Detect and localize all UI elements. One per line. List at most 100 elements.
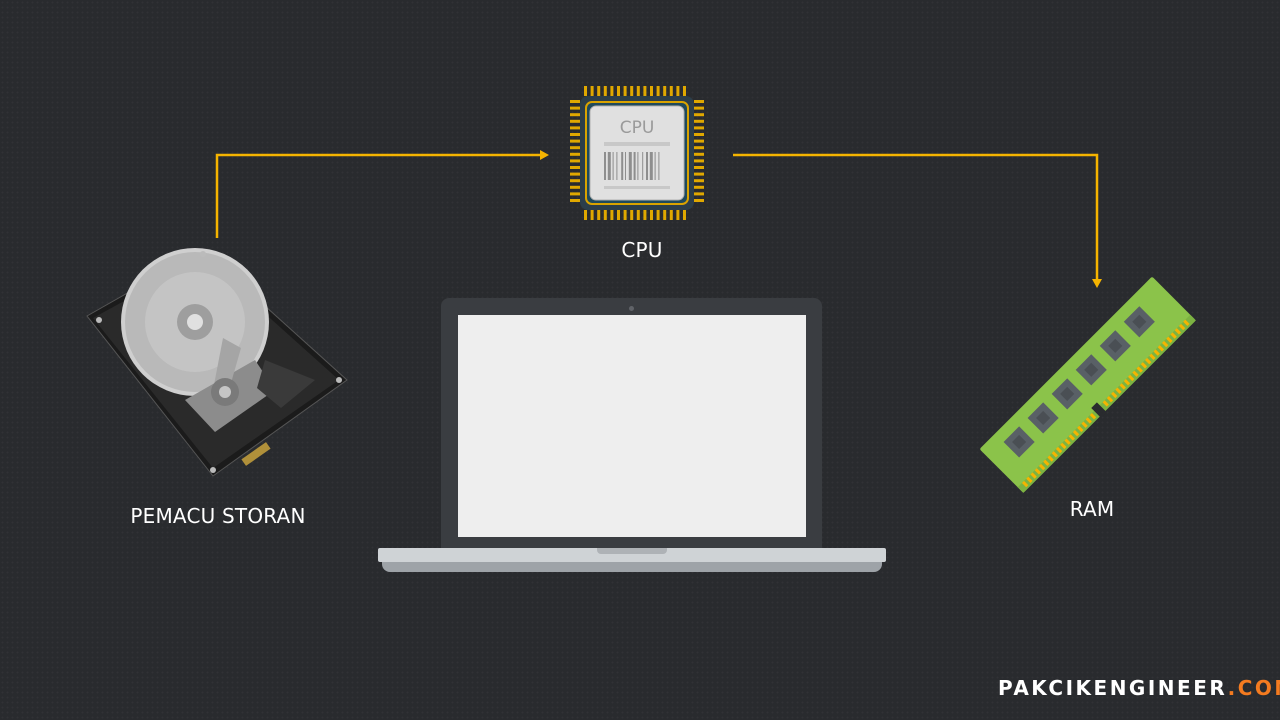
cpu-pin — [683, 210, 686, 220]
laptop-icon — [378, 298, 886, 572]
barcode-bar — [604, 152, 606, 180]
cpu-pin — [570, 166, 580, 169]
cpu-pin — [669, 86, 673, 96]
ram-contact — [1081, 421, 1088, 428]
cpu-pin — [643, 210, 647, 220]
cpu-pin — [694, 106, 704, 110]
ram-label: RAM — [1069, 497, 1115, 521]
cpu-pin — [694, 172, 704, 176]
cpu-pin — [570, 159, 580, 163]
barcode-bar — [637, 152, 639, 180]
cpu-pin — [669, 210, 673, 220]
cpu-pin — [623, 86, 627, 96]
cpu-pin — [617, 210, 620, 220]
ram-contact — [1055, 446, 1063, 454]
cpu-pin — [694, 199, 704, 202]
cpu-pin — [570, 100, 580, 103]
ram-contact — [1111, 391, 1118, 399]
cpu-pin — [694, 192, 704, 196]
cpu-pin — [570, 192, 580, 196]
ram-contact — [1157, 345, 1165, 352]
barcode-bar — [607, 152, 611, 180]
ram-contact — [1174, 328, 1182, 335]
cpu-pin — [676, 86, 680, 96]
cpu-pin — [683, 86, 686, 96]
cpu-chip-icon: CPU — [570, 86, 704, 220]
cpu-pin — [570, 126, 580, 130]
cpu-pin — [694, 113, 704, 117]
barcode-bar — [654, 152, 656, 180]
ram-contact — [1026, 476, 1033, 483]
ram-contact — [1132, 370, 1139, 377]
cpu-pin — [663, 86, 667, 96]
cpu-pin — [694, 133, 704, 136]
cpu-pin — [694, 185, 704, 189]
cpu-pin — [584, 86, 587, 96]
ram-contact — [1089, 412, 1097, 420]
arrow-head-ram — [1092, 279, 1102, 288]
cpu-pin — [603, 210, 607, 220]
cpu-pin — [656, 210, 660, 220]
arrow-cpu-to-ram — [733, 153, 1099, 282]
storage-label: PEMACU STORAN — [130, 504, 306, 528]
cpu-pin — [630, 86, 634, 96]
ram-contact — [1140, 362, 1148, 369]
ram-contact — [1115, 387, 1122, 394]
cpu-chip-text: CPU — [620, 118, 655, 138]
cpu-pin — [656, 86, 660, 96]
cpu-pin — [643, 86, 647, 96]
laptop-notch — [597, 548, 667, 554]
barcode-bar — [628, 152, 632, 180]
ram-contact — [1102, 400, 1109, 407]
ram-contact — [1136, 366, 1143, 373]
ram-contact — [1051, 451, 1059, 458]
cpu-pin — [694, 146, 704, 150]
ram-contact — [1064, 438, 1071, 445]
cpu-pin — [570, 185, 580, 189]
brand-watermark: PAKCIKENGINEER.COM — [998, 676, 1280, 700]
barcode-bar — [633, 152, 636, 180]
barcode-bar — [625, 152, 626, 180]
ram-contact — [1047, 455, 1054, 462]
cpu-pin — [570, 172, 580, 176]
cpu-pin — [694, 126, 704, 130]
cpu-pin — [570, 139, 580, 143]
ram-contact — [1161, 340, 1169, 348]
cpu-pin — [590, 210, 594, 220]
cpu-pin — [623, 210, 627, 220]
cpu-pin — [570, 199, 580, 202]
cpu-pin — [694, 139, 704, 143]
barcode-bar — [612, 152, 614, 180]
barcode-bar — [616, 152, 618, 180]
ram-contact — [1128, 374, 1135, 382]
ram-module-icon — [980, 277, 1196, 493]
laptop-camera — [629, 306, 634, 311]
ram-contact — [1106, 396, 1114, 403]
cpu-pin — [694, 152, 704, 156]
ram-contact — [1021, 480, 1029, 488]
ram-contact — [1085, 417, 1092, 424]
ram-contact — [1183, 319, 1190, 327]
brand-part-3: .COM — [1227, 676, 1280, 700]
cpu-pin — [694, 166, 704, 169]
brand-part-2: ENGINEER — [1093, 676, 1228, 700]
ram-contact — [1178, 323, 1186, 331]
arrow-storage-to-cpu — [215, 153, 545, 238]
hard-drive-icon — [86, 248, 348, 477]
cpu-pin — [603, 86, 607, 96]
cpu-pin — [570, 179, 580, 183]
cpu-pin — [597, 86, 601, 96]
ram-contact — [1119, 383, 1126, 390]
cpu-pin — [694, 100, 704, 103]
cpu-pin — [617, 86, 620, 96]
cpu-pin — [650, 210, 653, 220]
laptop-base-edge — [382, 562, 882, 572]
barcode-bar — [658, 152, 660, 180]
cpu-pin — [570, 113, 580, 117]
cpu-pin — [636, 210, 640, 220]
cpu-pin — [570, 119, 580, 123]
ram-chip-core — [1012, 434, 1027, 450]
cpu-pin — [636, 86, 640, 96]
cpu-pin — [570, 133, 580, 136]
